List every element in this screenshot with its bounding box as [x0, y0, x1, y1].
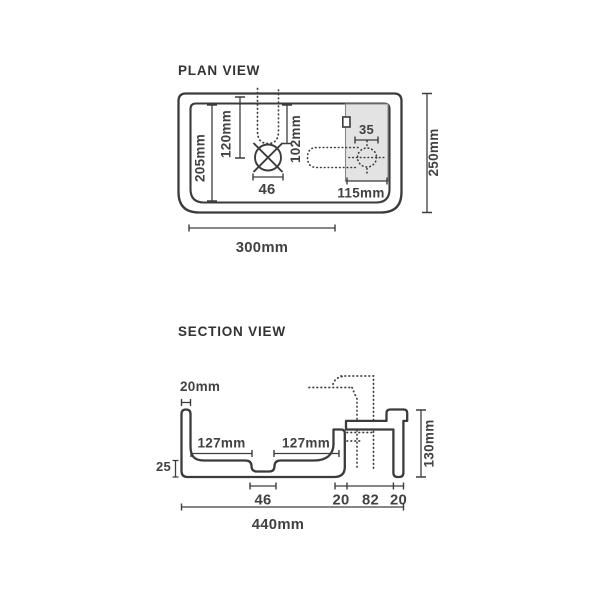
dim-label-46-plan: 46 — [258, 182, 275, 198]
dim-label-46-section: 46 — [254, 493, 271, 509]
dim-label-25: 25 — [156, 459, 171, 474]
plan-faucet-dotted-capsule — [306, 146, 359, 169]
dim-label-82: 82 — [362, 493, 379, 509]
plan-tap-hole-circle — [356, 147, 378, 168]
plan-bowl-inner-outline — [189, 102, 391, 204]
dim-label-130mm: 130mm — [422, 419, 437, 467]
dim-label-102mm: 102mm — [288, 115, 303, 163]
plan-fixing-hole — [341, 116, 351, 128]
dim-ticks-120 — [235, 96, 245, 159]
dim-ticks-440 — [180, 503, 405, 511]
dim-ticks-250 — [422, 92, 432, 214]
dim-ticks-46-section — [249, 482, 277, 490]
dim-ticks-46-plan — [252, 173, 284, 181]
dim-label-20mm: 20mm — [180, 379, 220, 394]
dim-label-205mm: 205mm — [193, 134, 208, 182]
dim-label-115mm: 115mm — [337, 186, 384, 201]
dim-ticks-127-left — [190, 450, 253, 457]
dim-label-440mm: 440mm — [252, 517, 305, 533]
plan-view-title: PLAN VIEW — [178, 63, 260, 78]
dim-label-20-right: 20 — [390, 493, 407, 509]
dim-bracket-25 — [172, 459, 179, 478]
plan-drain-cross — [252, 142, 284, 173]
section-deck-wall-profile — [344, 408, 409, 479]
plan-view: PLAN VIEW — [177, 63, 441, 256]
dim-ticks-300 — [188, 224, 336, 232]
dim-ticks-115 — [346, 177, 388, 185]
section-faucet-dotted-outline — [308, 375, 375, 471]
dim-label-127mm-left: 127mm — [197, 436, 245, 451]
dim-ticks-102 — [282, 104, 292, 145]
dim-ticks-20-82-20 — [334, 482, 405, 490]
section-bowl-profile — [180, 408, 346, 479]
dim-label-20-left: 20 — [332, 493, 349, 509]
dim-label-127mm-right: 127mm — [282, 436, 330, 451]
dim-label-300mm: 300mm — [236, 240, 289, 256]
plan-spout-dotted-outline — [256, 87, 280, 145]
section-view: SECTION VIEW 20mm 127mm 127mm 25 46 20 8… — [156, 324, 437, 533]
dim-ticks-205 — [207, 104, 217, 202]
dim-ticks-127-right — [273, 450, 340, 457]
plan-drain-circle — [254, 143, 282, 172]
dim-ticks-35 — [354, 136, 379, 144]
dim-label-120mm: 120mm — [219, 110, 234, 158]
dim-label-250mm: 250mm — [426, 128, 441, 176]
dim-ticks-20mm — [180, 399, 192, 406]
dim-label-35: 35 — [359, 122, 374, 137]
section-view-title: SECTION VIEW — [178, 324, 286, 339]
plan-tap-centerlines — [348, 140, 385, 176]
dim-ticks-130 — [416, 409, 426, 478]
